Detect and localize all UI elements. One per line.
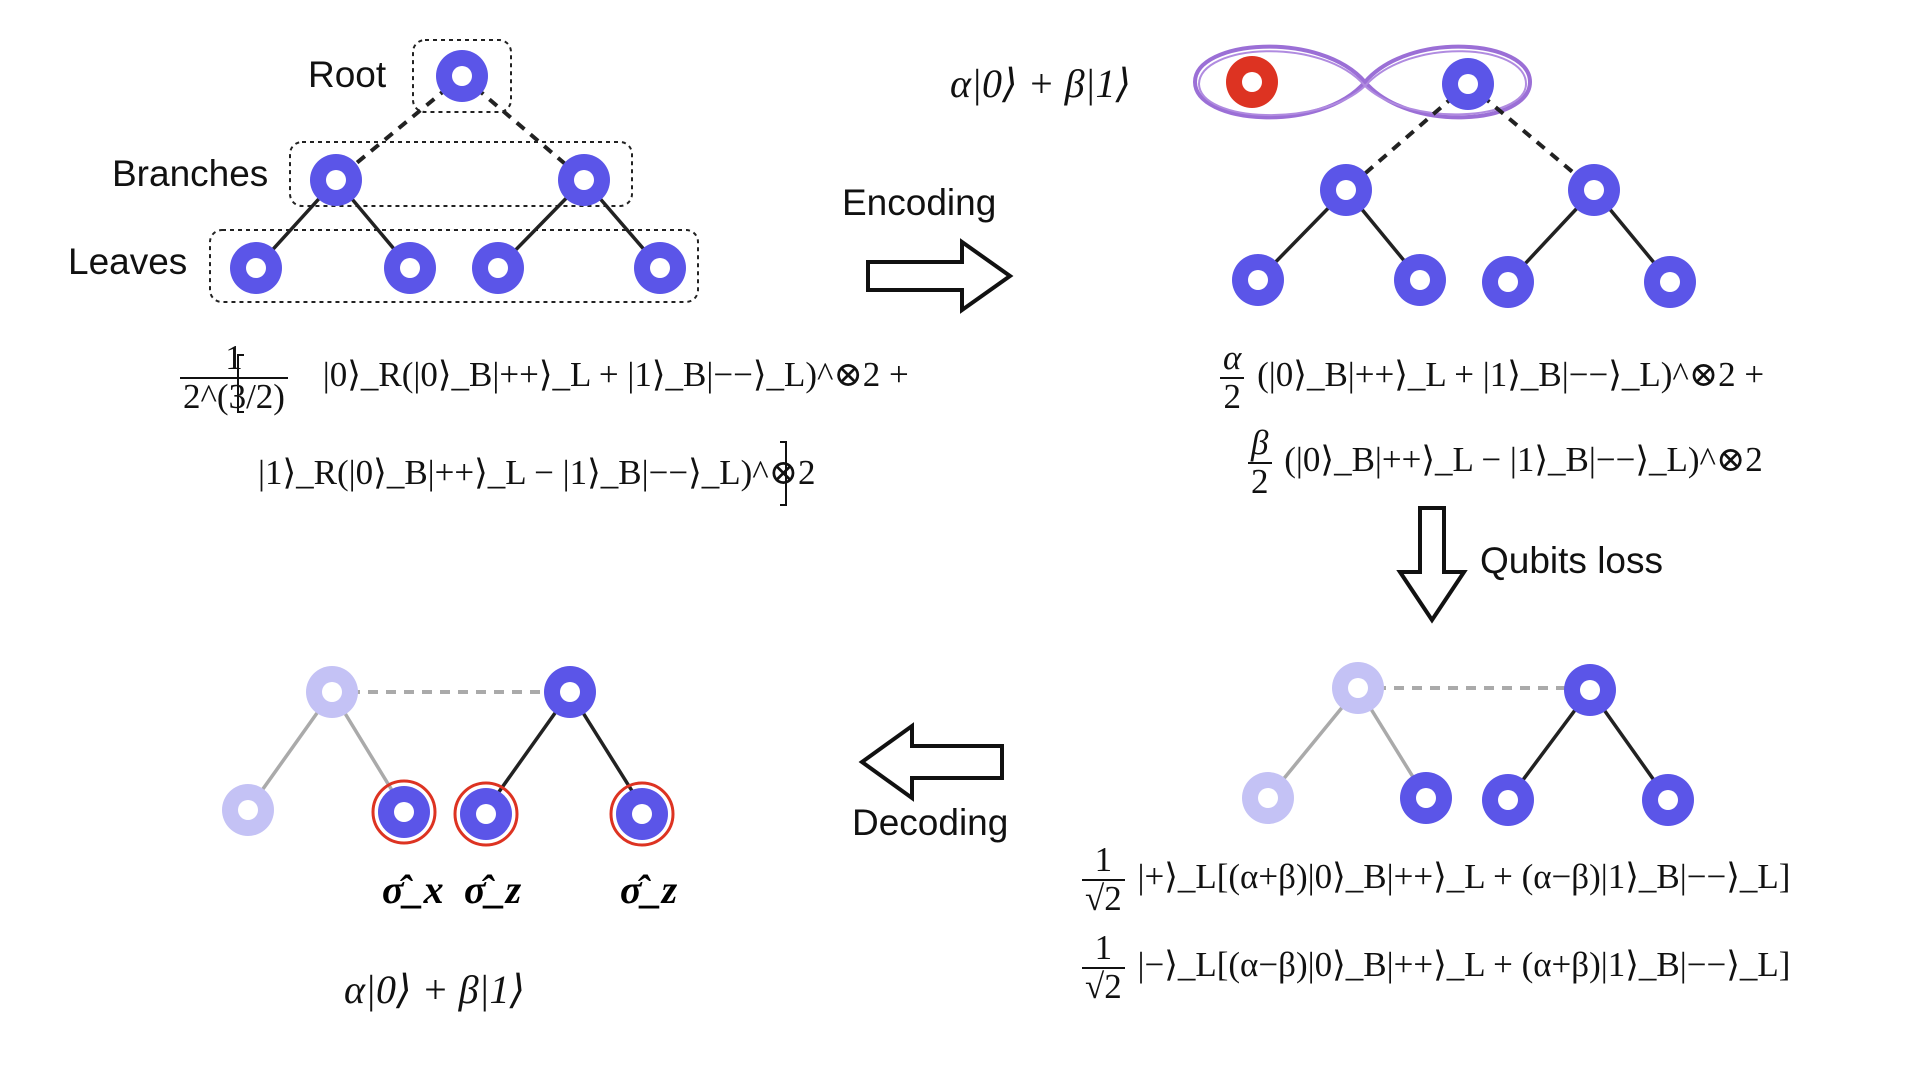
decoding-arrow <box>858 722 1004 802</box>
leaf-qubit <box>230 242 282 294</box>
leaf-qubit <box>1232 254 1284 306</box>
edge <box>1344 82 1470 192</box>
root-label: Root <box>308 54 387 95</box>
root-qubit <box>1442 58 1494 110</box>
leaf-qubit <box>1400 772 1452 824</box>
leaf-qubit <box>1482 774 1534 826</box>
measurement-z: σ̂_z <box>620 867 678 912</box>
equation-2-line-1: α 2 (|0⟩_B|++⟩_L + |1⟩_B|−−⟩_L)^⊗2 + <box>1220 339 1764 416</box>
panel-encoding <box>1192 44 1696 308</box>
leaf-qubit <box>634 242 686 294</box>
measured-qubit <box>378 786 430 838</box>
branches-box <box>289 141 633 207</box>
lost-root-qubit <box>1332 662 1384 714</box>
measure-ring <box>453 781 519 847</box>
eq1-prefactor: 1 2^(3/2) <box>180 339 288 416</box>
qubits-loss-arrow <box>1396 506 1468 624</box>
encoding-arrow <box>866 238 1014 314</box>
decoding-label: Decoding <box>852 802 1009 843</box>
branch-qubit <box>558 154 610 206</box>
measurement-z: σ̂_z <box>464 867 522 912</box>
edge-root-branch-right <box>460 74 586 182</box>
output-state: α|0⟩ + β|1⟩ <box>344 967 526 1012</box>
equation-2-line-2: β 2 (|0⟩_B|++⟩_L − |1⟩_B|−−⟩_L)^⊗2 <box>1248 424 1763 501</box>
lost-leaf-qubit <box>1242 772 1294 824</box>
lost-root-qubit <box>306 666 358 718</box>
leaf-qubit <box>1482 256 1534 308</box>
leaf-qubit <box>1642 774 1694 826</box>
leaf-qubit <box>472 242 524 294</box>
input-state: α|0⟩ + β|1⟩ <box>950 61 1132 106</box>
panel-qubit-loss <box>1242 662 1694 826</box>
equation-3-line-2: 1 √2 |−⟩_L[(α−β)|0⟩_B|++⟩_L + (α+β)|1⟩_B… <box>1082 929 1790 1006</box>
leaf-qubit <box>1394 254 1446 306</box>
equation-1-line-1: 1 2^(3/2) |0⟩_R(|0⟩_B|++⟩_L + |1⟩_B|−−⟩_… <box>180 339 909 416</box>
edge-root-branch-left <box>334 74 464 182</box>
eq1-left-bracket <box>237 354 244 413</box>
encoding-label: Encoding <box>842 182 997 223</box>
qubits-loss-label: Qubits loss <box>1480 540 1664 581</box>
leaf-qubit <box>1644 256 1696 308</box>
leaves-label: Leaves <box>68 241 188 282</box>
panel-tree-structure <box>209 39 787 506</box>
branches-label: Branches <box>112 153 269 194</box>
equation-1-line-2: |1⟩_R(|0⟩_B|++⟩_L − |1⟩_B|−−⟩_L)^⊗2 <box>258 453 816 492</box>
branch-qubit <box>1320 164 1372 216</box>
edge <box>1466 82 1596 192</box>
measurement-x: σ̂_x <box>382 867 444 912</box>
measure-ring <box>371 779 437 845</box>
lost-leaf-qubit <box>222 784 274 836</box>
leaves-box <box>209 229 699 303</box>
measured-qubit <box>460 788 512 840</box>
equation-3-line-1: 1 √2 |+⟩_L[(α+β)|0⟩_B|++⟩_L + (α−β)|1⟩_B… <box>1082 841 1790 918</box>
branch-qubit <box>1564 664 1616 716</box>
measure-ring <box>609 781 675 847</box>
branch-qubit <box>310 154 362 206</box>
leaf-qubit <box>384 242 436 294</box>
eq1-right-bracket <box>780 441 787 506</box>
branch-qubit <box>544 666 596 718</box>
measured-qubit <box>616 788 668 840</box>
panel-decoding <box>222 666 675 847</box>
branch-qubit <box>1568 164 1620 216</box>
root-qubit <box>436 50 488 102</box>
